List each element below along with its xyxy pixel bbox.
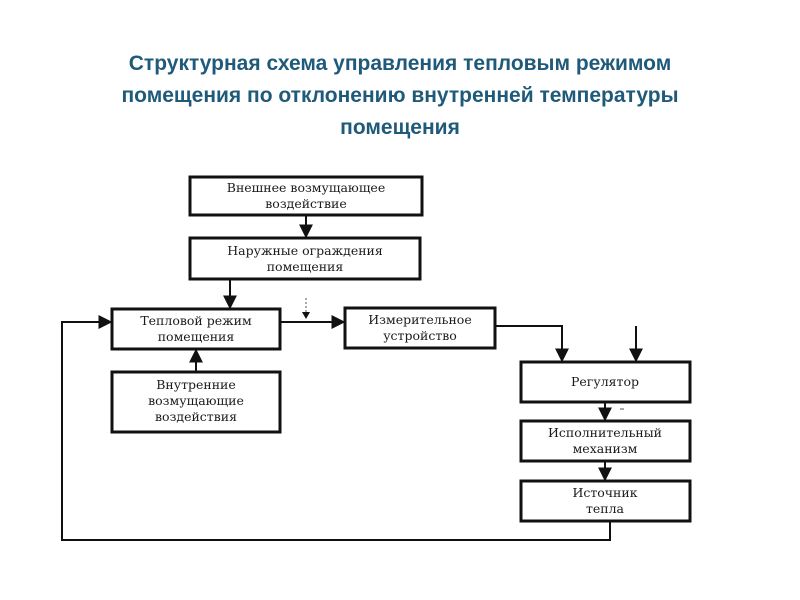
- setpoint-signal-head: [302, 312, 310, 319]
- block-measuring-device: Измерительное устройство: [343, 306, 497, 350]
- block-external-disturbance-frame: [188, 175, 424, 217]
- block-heat-source-line-2: тепла: [586, 501, 625, 516]
- block-heat-source: Источник тепла: [519, 479, 692, 523]
- block-actuator-line-1: Исполнительный: [548, 425, 662, 440]
- slide-title: Структурная схема управления тепловым ре…: [40, 48, 760, 144]
- block-actuator: Исполнительный механизм: [519, 419, 692, 463]
- block-thermal-mode: Тепловой режим помещения: [110, 307, 282, 351]
- block-internal-disturbance: Внутренние возмущающие воздействия: [110, 370, 282, 434]
- title-line-2: помещения по отклонению внутренней темпе…: [121, 84, 679, 107]
- arrow-measuring-to-regulator: [495, 325, 569, 363]
- block-measuring-device-frame: [343, 306, 497, 350]
- block-outer-fences: Наружные ограждения помещения: [188, 236, 422, 281]
- block-internal-line-1: Внутренние: [156, 377, 236, 392]
- block-fences-line-2: помещения: [267, 259, 344, 274]
- block-internal-line-2: возмущающие: [148, 393, 244, 408]
- block-regulator-line-1: Регулятор: [571, 374, 639, 389]
- block-internal-line-3: воздействия: [155, 409, 237, 424]
- block-heat-source-line-1: Источник: [572, 485, 637, 500]
- block-measuring-line-1: Измерительное: [368, 312, 472, 327]
- block-actuator-line-2: механизм: [573, 441, 638, 456]
- block-outer-fences-frame: [188, 236, 422, 281]
- block-external-disturbance: Внешнее возмущающее воздействие: [188, 175, 424, 217]
- block-external-line-2: воздействие: [265, 196, 347, 211]
- block-external-line-1: Внешнее возмущающее: [227, 180, 385, 195]
- block-measuring-line-2: устройство: [383, 328, 457, 343]
- title-line-1: Структурная схема управления тепловым ре…: [128, 52, 672, 75]
- block-thermal-line-1: Тепловой режим: [140, 313, 252, 328]
- block-thermal-mode-frame: [110, 307, 282, 351]
- block-heat-source-frame: [519, 479, 692, 523]
- block-regulator-frame: [519, 360, 692, 404]
- feedback-heat-source-to-thermal: [61, 315, 611, 541]
- block-fences-line-1: Наружные ограждения: [227, 243, 383, 258]
- title-line-3: помещения: [340, 116, 460, 139]
- block-thermal-line-2: помещения: [158, 329, 235, 344]
- block-regulator: Регулятор: [519, 360, 692, 404]
